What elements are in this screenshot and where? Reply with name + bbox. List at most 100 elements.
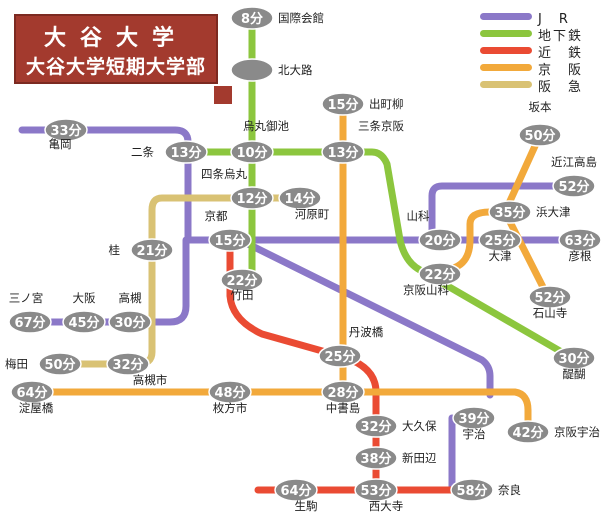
jr-line-sanin-tokaido — [18, 126, 576, 244]
station-name: 桂 — [109, 243, 121, 257]
station-name: 中書島 — [326, 401, 361, 415]
station-marker — [208, 380, 252, 404]
station-marker — [106, 352, 150, 376]
station-kokusai: 8分 国際会館 — [230, 6, 324, 30]
station-name: 丹波橋 — [349, 325, 384, 339]
legend-swatch — [480, 64, 532, 71]
travel-time: 22分 — [424, 267, 455, 283]
legend-label: 京 阪 — [538, 63, 584, 78]
station-marker — [506, 420, 550, 444]
travel-time: 48分 — [214, 385, 245, 401]
station-marker — [552, 346, 596, 370]
junior-college-name: 大谷大学短期大学部 — [25, 56, 206, 78]
travel-time: 15分 — [327, 97, 358, 113]
station-name: 石山寺 — [533, 306, 568, 320]
station-marker — [452, 406, 496, 430]
station-name: 浜大津 — [536, 205, 571, 219]
station-marker — [318, 344, 362, 368]
station-kitaoji: 北大路 — [230, 58, 313, 82]
legend-item-keihan: 京 阪 — [480, 59, 600, 78]
travel-time: 13分 — [327, 145, 358, 161]
legend-item-jr: J R — [480, 8, 600, 27]
station-tambabashi: 25分 丹波橋 — [318, 325, 384, 368]
jr-line-kyoto-west — [48, 236, 190, 326]
station-marker — [518, 123, 562, 147]
station-name: 山科 — [407, 209, 430, 223]
station-keihan-uji: 42分京阪宇治 — [506, 420, 600, 444]
station-marker — [230, 6, 274, 30]
station-shintanabe: 38分新田辺 — [354, 446, 437, 470]
station-marker — [10, 380, 54, 404]
travel-time: 28分 — [327, 385, 358, 401]
station-marker — [321, 140, 365, 164]
jr-line-kosei — [428, 182, 579, 244]
station-marker — [528, 285, 572, 309]
station-name: 出町柳 — [369, 97, 404, 111]
travel-time: 21分 — [136, 243, 167, 259]
travel-time: 42分 — [512, 425, 543, 441]
station-marker — [230, 140, 274, 164]
station-marker — [354, 446, 398, 470]
stations: 8分国際会館北大路15分出町柳13分三条京阪10分烏丸御池13分二条33分亀岡1… — [5, 6, 602, 513]
travel-time: 30分 — [114, 315, 145, 331]
travel-time: 38分 — [360, 451, 391, 467]
station-marker — [552, 174, 596, 198]
legend: J R 地下鉄 近 鉄 京 阪 阪 急 — [480, 4, 600, 95]
station-name: 北大路 — [278, 63, 313, 77]
station-name: 京阪宇治 — [554, 425, 600, 439]
travel-time: 33分 — [50, 123, 81, 139]
station-marker — [418, 262, 462, 286]
station-name: 竹田 — [231, 288, 254, 302]
station-marker — [274, 478, 318, 502]
university-location-marker — [214, 86, 232, 104]
station-marker — [230, 58, 274, 82]
legend-item-hankyu: 阪 急 — [480, 76, 600, 95]
legend-label: 地下鉄 — [538, 29, 584, 44]
station-marker — [38, 352, 82, 376]
station-name: 国際会館 — [278, 11, 324, 25]
station-marker — [8, 310, 52, 334]
station-marker — [321, 92, 365, 116]
travel-time: 8分 — [241, 11, 263, 27]
station-hama-otsu: 35分浜大津 — [488, 200, 571, 224]
travel-time: 13分 — [170, 145, 201, 161]
station-name: 淀屋橋 — [19, 401, 54, 415]
station-name: 醍醐 — [563, 367, 586, 381]
travel-time: 58分 — [456, 483, 487, 499]
station-demachi: 15分出町柳 — [321, 92, 404, 116]
station-name: 新田辺 — [402, 451, 437, 465]
travel-time: 22分 — [226, 273, 257, 289]
station-marker — [108, 310, 152, 334]
legend-swatch — [480, 30, 532, 37]
station-marker — [220, 268, 264, 292]
station-marker — [478, 228, 522, 252]
station-katsura: 21分 桂 — [109, 238, 174, 262]
station-name: 梅田 — [5, 357, 28, 371]
station-marker — [62, 310, 106, 334]
travel-time: 50分 — [524, 128, 555, 144]
travel-time: 25分 — [324, 349, 355, 365]
station-name: 四条烏丸 — [201, 167, 247, 181]
travel-time: 14分 — [284, 191, 315, 207]
travel-time: 12分 — [236, 191, 267, 207]
station-name: 大津 — [489, 249, 512, 263]
station-name: 彦根 — [569, 249, 592, 263]
